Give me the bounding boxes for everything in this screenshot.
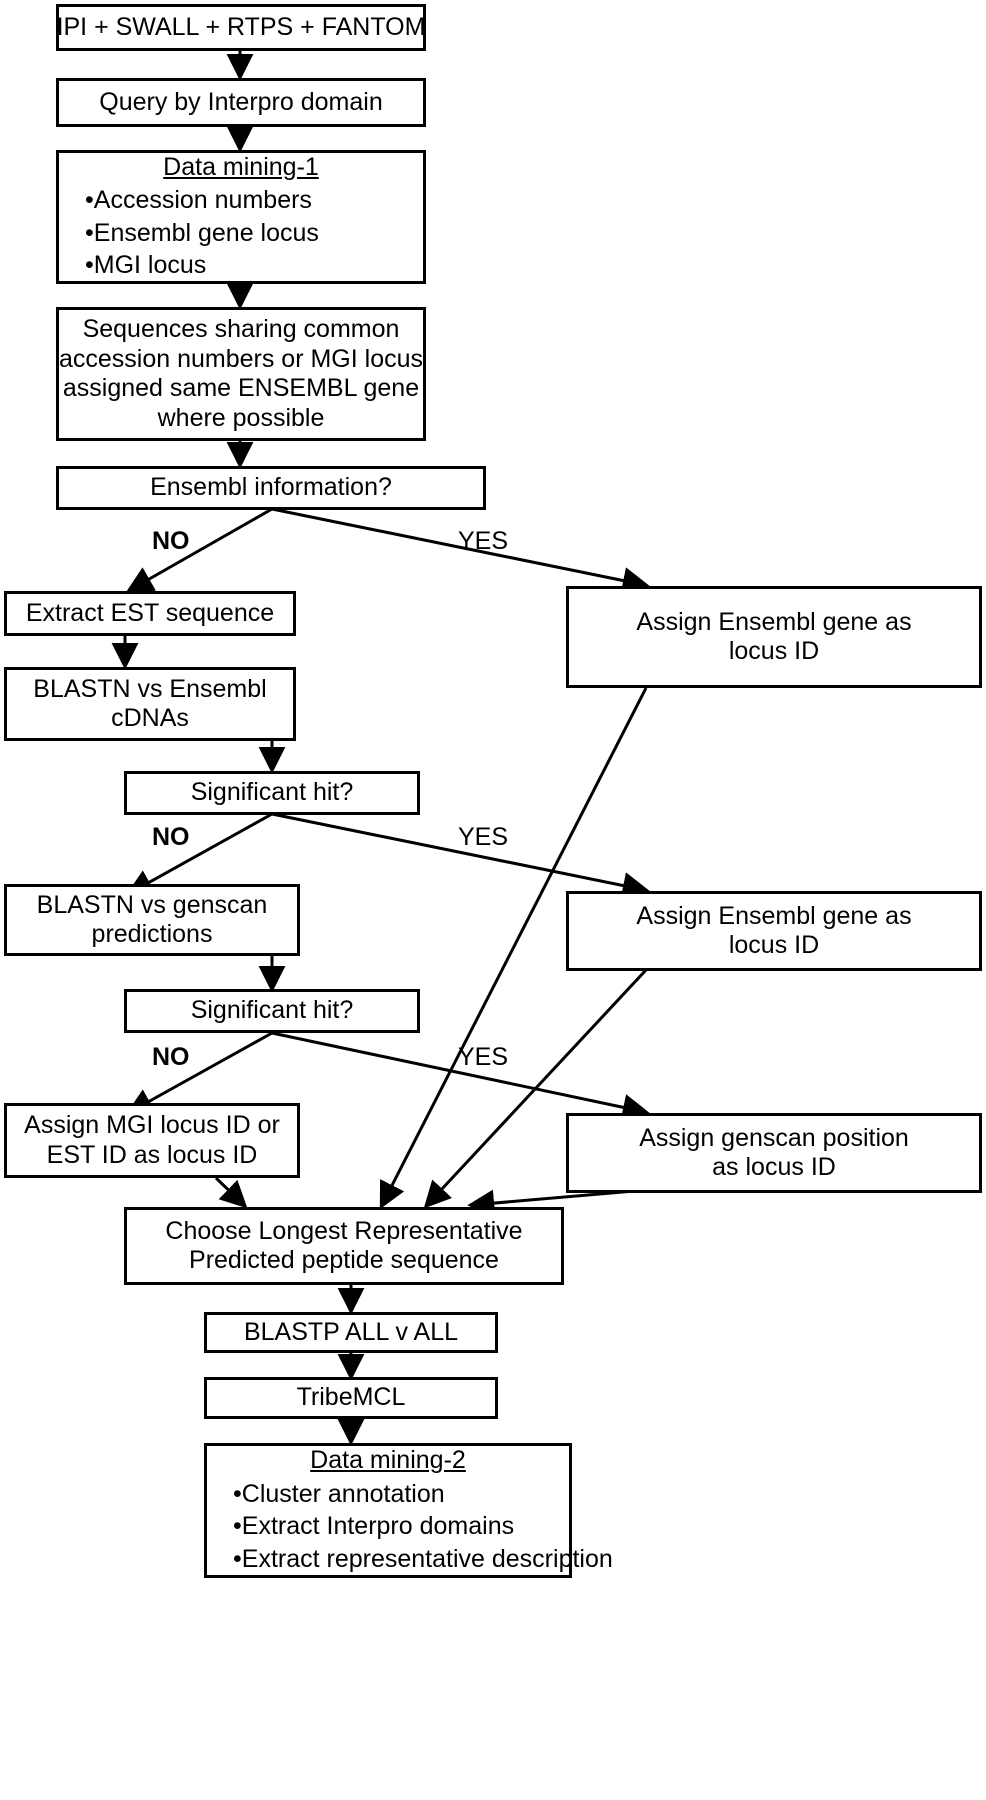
- edge-label-yes-2: YES: [458, 823, 509, 851]
- node-assign-genscan-position[interactable]: Assign genscan position as locus ID: [566, 1113, 982, 1193]
- node-significant-hit-1[interactable]: Significant hit?: [124, 771, 420, 815]
- node-blastn-vs-ensembl-cdnas-line2: cDNAs: [111, 704, 189, 732]
- node-sequences-line4: where possible: [157, 403, 325, 432]
- node-blastn-vs-genscan-line1: BLASTN vs genscan: [36, 890, 268, 919]
- node-assign-genscan-position-line1: Assign genscan position: [639, 1123, 909, 1152]
- node-assign-mgi-locus[interactable]: Assign MGI locus ID or EST ID as locus I…: [4, 1103, 300, 1178]
- node-tribemcl-text: TribeMCL: [296, 1383, 406, 1412]
- node-data-mining-1-bullets: Accession numbers Ensembl gene locus MGI…: [59, 184, 423, 282]
- node-assign-mgi-locus-line1: Assign MGI locus ID or: [24, 1111, 280, 1139]
- bullet-mgi-locus: MGI locus: [85, 249, 423, 282]
- node-data-mining-2[interactable]: Data mining-2 Cluster annotation Extract…: [204, 1443, 613, 1578]
- edge-label-no-3: NO: [152, 1043, 190, 1071]
- node-sequences-line3: assigned same ENSEMBL gene: [62, 374, 420, 402]
- bullet-accession-numbers: Accession numbers: [85, 184, 423, 217]
- edge-label-yes-3: YES: [458, 1043, 509, 1071]
- node-data-mining-2-title: Data mining-2: [310, 1446, 466, 1474]
- node-assign-ensembl-gene-1-line1: Assign Ensembl gene as: [636, 607, 912, 636]
- node-assign-mgi-locus-line2: EST ID as locus ID: [46, 1140, 258, 1169]
- bullet-ensembl-gene-locus: Ensembl gene locus: [85, 217, 423, 250]
- node-tribemcl[interactable]: TribeMCL: [204, 1377, 498, 1419]
- node-significant-hit-2-text: Significant hit?: [190, 996, 354, 1025]
- edge-label-yes-1: YES: [458, 527, 509, 555]
- node-assign-ensembl-gene-2-line2: locus ID: [728, 931, 820, 959]
- node-assign-ensembl-gene-2-line1: Assign Ensembl gene as: [636, 901, 912, 930]
- edge-label-no-1: NO: [152, 527, 190, 555]
- node-blastn-vs-ensembl-cdnas-line1: BLASTN vs Ensembl: [33, 674, 267, 703]
- node-ensembl-information[interactable]: Ensembl information?: [56, 466, 486, 510]
- node-significant-hit-2[interactable]: Significant hit?: [124, 989, 420, 1033]
- node-sequences[interactable]: Sequences sharing common accession numbe…: [56, 307, 426, 441]
- node-sources-text: IPI + SWALL + RTPS + FANTOM: [56, 12, 426, 41]
- node-data-mining-2-bullets: Cluster annotation Extract Interpro doma…: [207, 1478, 613, 1576]
- bullet-cluster-annotation: Cluster annotation: [233, 1478, 569, 1511]
- node-choose-longest-line1: Choose Longest Representative: [165, 1216, 523, 1245]
- node-assign-ensembl-gene-1-line2: locus ID: [728, 637, 820, 665]
- node-assign-ensembl-gene-1[interactable]: Assign Ensembl gene as locus ID: [566, 586, 982, 688]
- node-query[interactable]: Query by Interpro domain: [56, 78, 426, 127]
- node-sequences-line2: accession numbers or MGI locus: [58, 344, 424, 373]
- node-assign-ensembl-gene-2[interactable]: Assign Ensembl gene as locus ID: [566, 891, 982, 971]
- node-significant-hit-1-text: Significant hit?: [190, 778, 354, 807]
- edge-label-no-2: NO: [152, 823, 190, 851]
- node-choose-longest[interactable]: Choose Longest Representative Predicted …: [124, 1207, 564, 1285]
- node-blastp-all-v-all[interactable]: BLASTP ALL v ALL: [204, 1312, 498, 1353]
- node-blastn-vs-genscan-line2: predictions: [91, 920, 213, 948]
- node-blastn-vs-genscan[interactable]: BLASTN vs genscan predictions: [4, 884, 300, 956]
- edge-assignmgi-to-chooselongest: [214, 1176, 248, 1209]
- node-blastn-vs-ensembl-cdnas[interactable]: BLASTN vs Ensembl cDNAs: [4, 667, 296, 741]
- node-extract-est[interactable]: Extract EST sequence: [4, 591, 296, 636]
- node-sources[interactable]: IPI + SWALL + RTPS + FANTOM: [56, 4, 426, 51]
- node-extract-est-text: Extract EST sequence: [25, 598, 275, 627]
- node-blastp-all-v-all-text: BLASTP ALL v ALL: [243, 1317, 459, 1346]
- node-data-mining-1-title: Data mining-1: [163, 152, 319, 181]
- node-assign-genscan-position-line2: as locus ID: [712, 1153, 836, 1181]
- node-ensembl-information-text: Ensembl information?: [150, 473, 392, 502]
- node-data-mining-1[interactable]: Data mining-1 Accession numbers Ensembl …: [56, 150, 426, 284]
- node-query-text: Query by Interpro domain: [99, 87, 383, 116]
- bullet-extract-interpro-domains: Extract Interpro domains: [233, 1510, 569, 1543]
- node-sequences-line1: Sequences sharing common: [82, 315, 400, 343]
- node-choose-longest-line2: Predicted peptide sequence: [189, 1246, 499, 1274]
- bullet-extract-representative-description: Extract representative description: [233, 1543, 613, 1576]
